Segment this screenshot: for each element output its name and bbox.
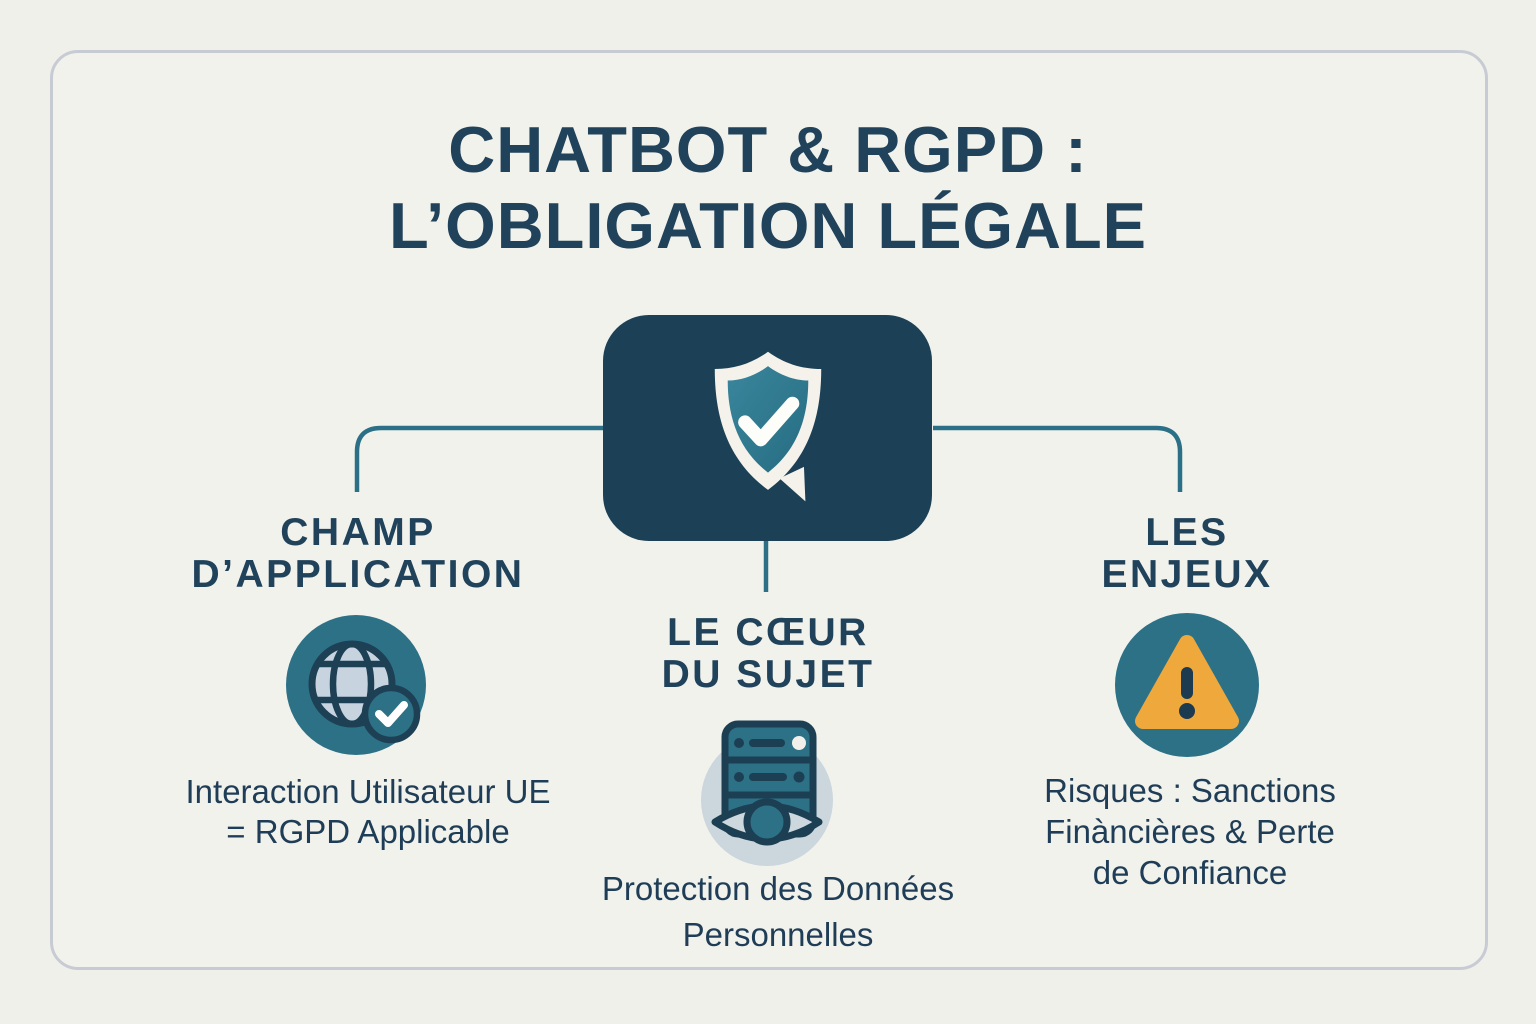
- page-title: CHATBOT & RGPD : L’OBLIGATION LÉGALE: [0, 112, 1536, 264]
- globe-check-icon: [286, 615, 426, 755]
- les-enjeux-body-line-3: de Confiance: [1092, 854, 1288, 891]
- le-coeur-body: Protection des Données Personnelles: [553, 866, 1003, 958]
- le-coeur-body-line-1: Protection des Données: [601, 870, 955, 907]
- les-enjeux-heading-line-2: ENJEUX: [1101, 553, 1273, 596]
- les-enjeux-body: Risques : Sanctions Finàncières & Perte …: [985, 770, 1395, 893]
- les-enjeux-body-line-1: Risques : Sanctions: [1044, 772, 1336, 809]
- champ-application-heading-line-1: CHAMP: [280, 511, 436, 554]
- le-coeur-body-line-2: Personnelles: [682, 916, 874, 953]
- le-coeur-heading-line-1: LE CŒUR: [667, 611, 869, 654]
- champ-application-body-line-2: = RGPD Applicable: [226, 813, 510, 850]
- server-eye-icon: [701, 720, 833, 866]
- les-enjeux-body-line-2: Finàncières & Perte: [1045, 813, 1335, 850]
- champ-application-heading: CHAMP D’APPLICATION: [130, 512, 586, 596]
- shield-check-icon: [714, 351, 821, 502]
- les-enjeux-heading: LES ENJEUX: [1007, 512, 1367, 596]
- warning-triangle-icon: [1115, 613, 1259, 757]
- page-title-line-1: CHATBOT & RGPD :: [448, 113, 1088, 186]
- champ-application-body-line-1: Interaction Utilisateur UE: [185, 773, 551, 810]
- champ-application-heading-line-2: D’APPLICATION: [191, 553, 525, 596]
- les-enjeux-heading-line-1: LES: [1145, 511, 1229, 554]
- center-node: [603, 315, 932, 541]
- le-coeur-heading-line-2: DU SUJET: [661, 653, 875, 696]
- le-coeur-heading: LE CŒUR DU SUJET: [588, 612, 948, 696]
- page-title-line-2: L’OBLIGATION LÉGALE: [388, 189, 1148, 262]
- champ-application-body: Interaction Utilisateur UE = RGPD Applic…: [128, 772, 608, 852]
